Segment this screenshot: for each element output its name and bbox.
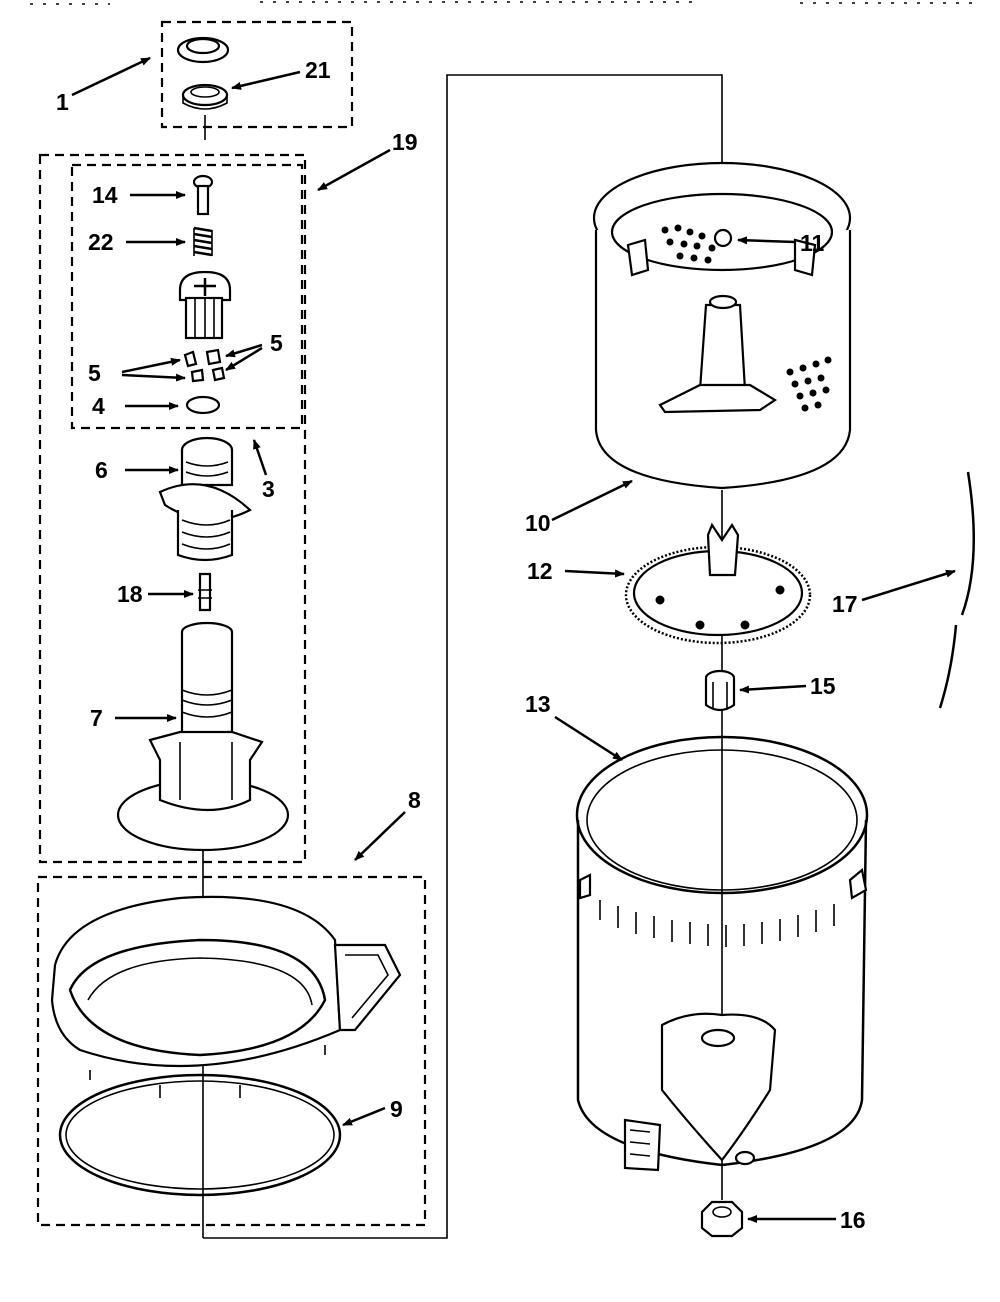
seal-ring-part-9 bbox=[58, 1073, 342, 1197]
group-box-1 bbox=[160, 20, 354, 129]
label-22: 22 bbox=[88, 229, 114, 255]
dogs-part-5 bbox=[183, 348, 226, 383]
label-14: 14 bbox=[92, 182, 118, 208]
label-9: 9 bbox=[390, 1096, 403, 1122]
group-box-3 bbox=[70, 163, 304, 430]
label-6: 6 bbox=[95, 457, 108, 483]
label-3: 3 bbox=[262, 476, 275, 502]
bolt-part-14 bbox=[192, 174, 214, 216]
basket-part-10 bbox=[592, 161, 852, 490]
label-4: 4 bbox=[92, 393, 105, 419]
group-box-19 bbox=[38, 153, 307, 864]
label-17: 17 bbox=[832, 591, 858, 617]
outer-tub-part-13 bbox=[575, 735, 869, 1172]
spring-part-22 bbox=[193, 226, 213, 257]
label-15: 15 bbox=[810, 673, 836, 699]
agitator-sleeve-part-6 bbox=[158, 436, 252, 562]
group-box-8 bbox=[36, 875, 427, 1227]
callout-labels: 1 21 19 14 22 5 5 4 3 6 18 7 8 9 10 11 1… bbox=[56, 57, 866, 1233]
label-16: 16 bbox=[840, 1207, 866, 1233]
label-10: 10 bbox=[525, 510, 551, 536]
label-11: 11 bbox=[800, 230, 825, 256]
label-5-left: 5 bbox=[88, 360, 101, 386]
pin-part-18 bbox=[198, 572, 212, 612]
hose-part-17 bbox=[938, 471, 975, 709]
label-21: 21 bbox=[305, 57, 331, 83]
tub-ring-part-8 bbox=[50, 895, 402, 1098]
nut-part-16 bbox=[700, 1200, 744, 1238]
cam-part bbox=[178, 270, 232, 340]
label-12: 12 bbox=[527, 558, 553, 584]
label-7: 7 bbox=[90, 705, 103, 731]
label-18: 18 bbox=[117, 581, 143, 607]
leader-arrows bbox=[71, 56, 956, 1223]
washer-part-4 bbox=[185, 395, 221, 415]
cap-part-1 bbox=[176, 36, 230, 64]
label-5-right: 5 bbox=[270, 330, 283, 356]
label-13: 13 bbox=[525, 691, 551, 717]
label-1: 1 bbox=[56, 89, 69, 115]
agitator-base-part-7 bbox=[116, 621, 290, 852]
seal-part-21 bbox=[181, 83, 229, 110]
label-8: 8 bbox=[408, 787, 421, 813]
drive-gear-part-12 bbox=[624, 522, 812, 645]
label-19: 19 bbox=[392, 129, 418, 155]
coupler-part-15 bbox=[704, 669, 736, 712]
